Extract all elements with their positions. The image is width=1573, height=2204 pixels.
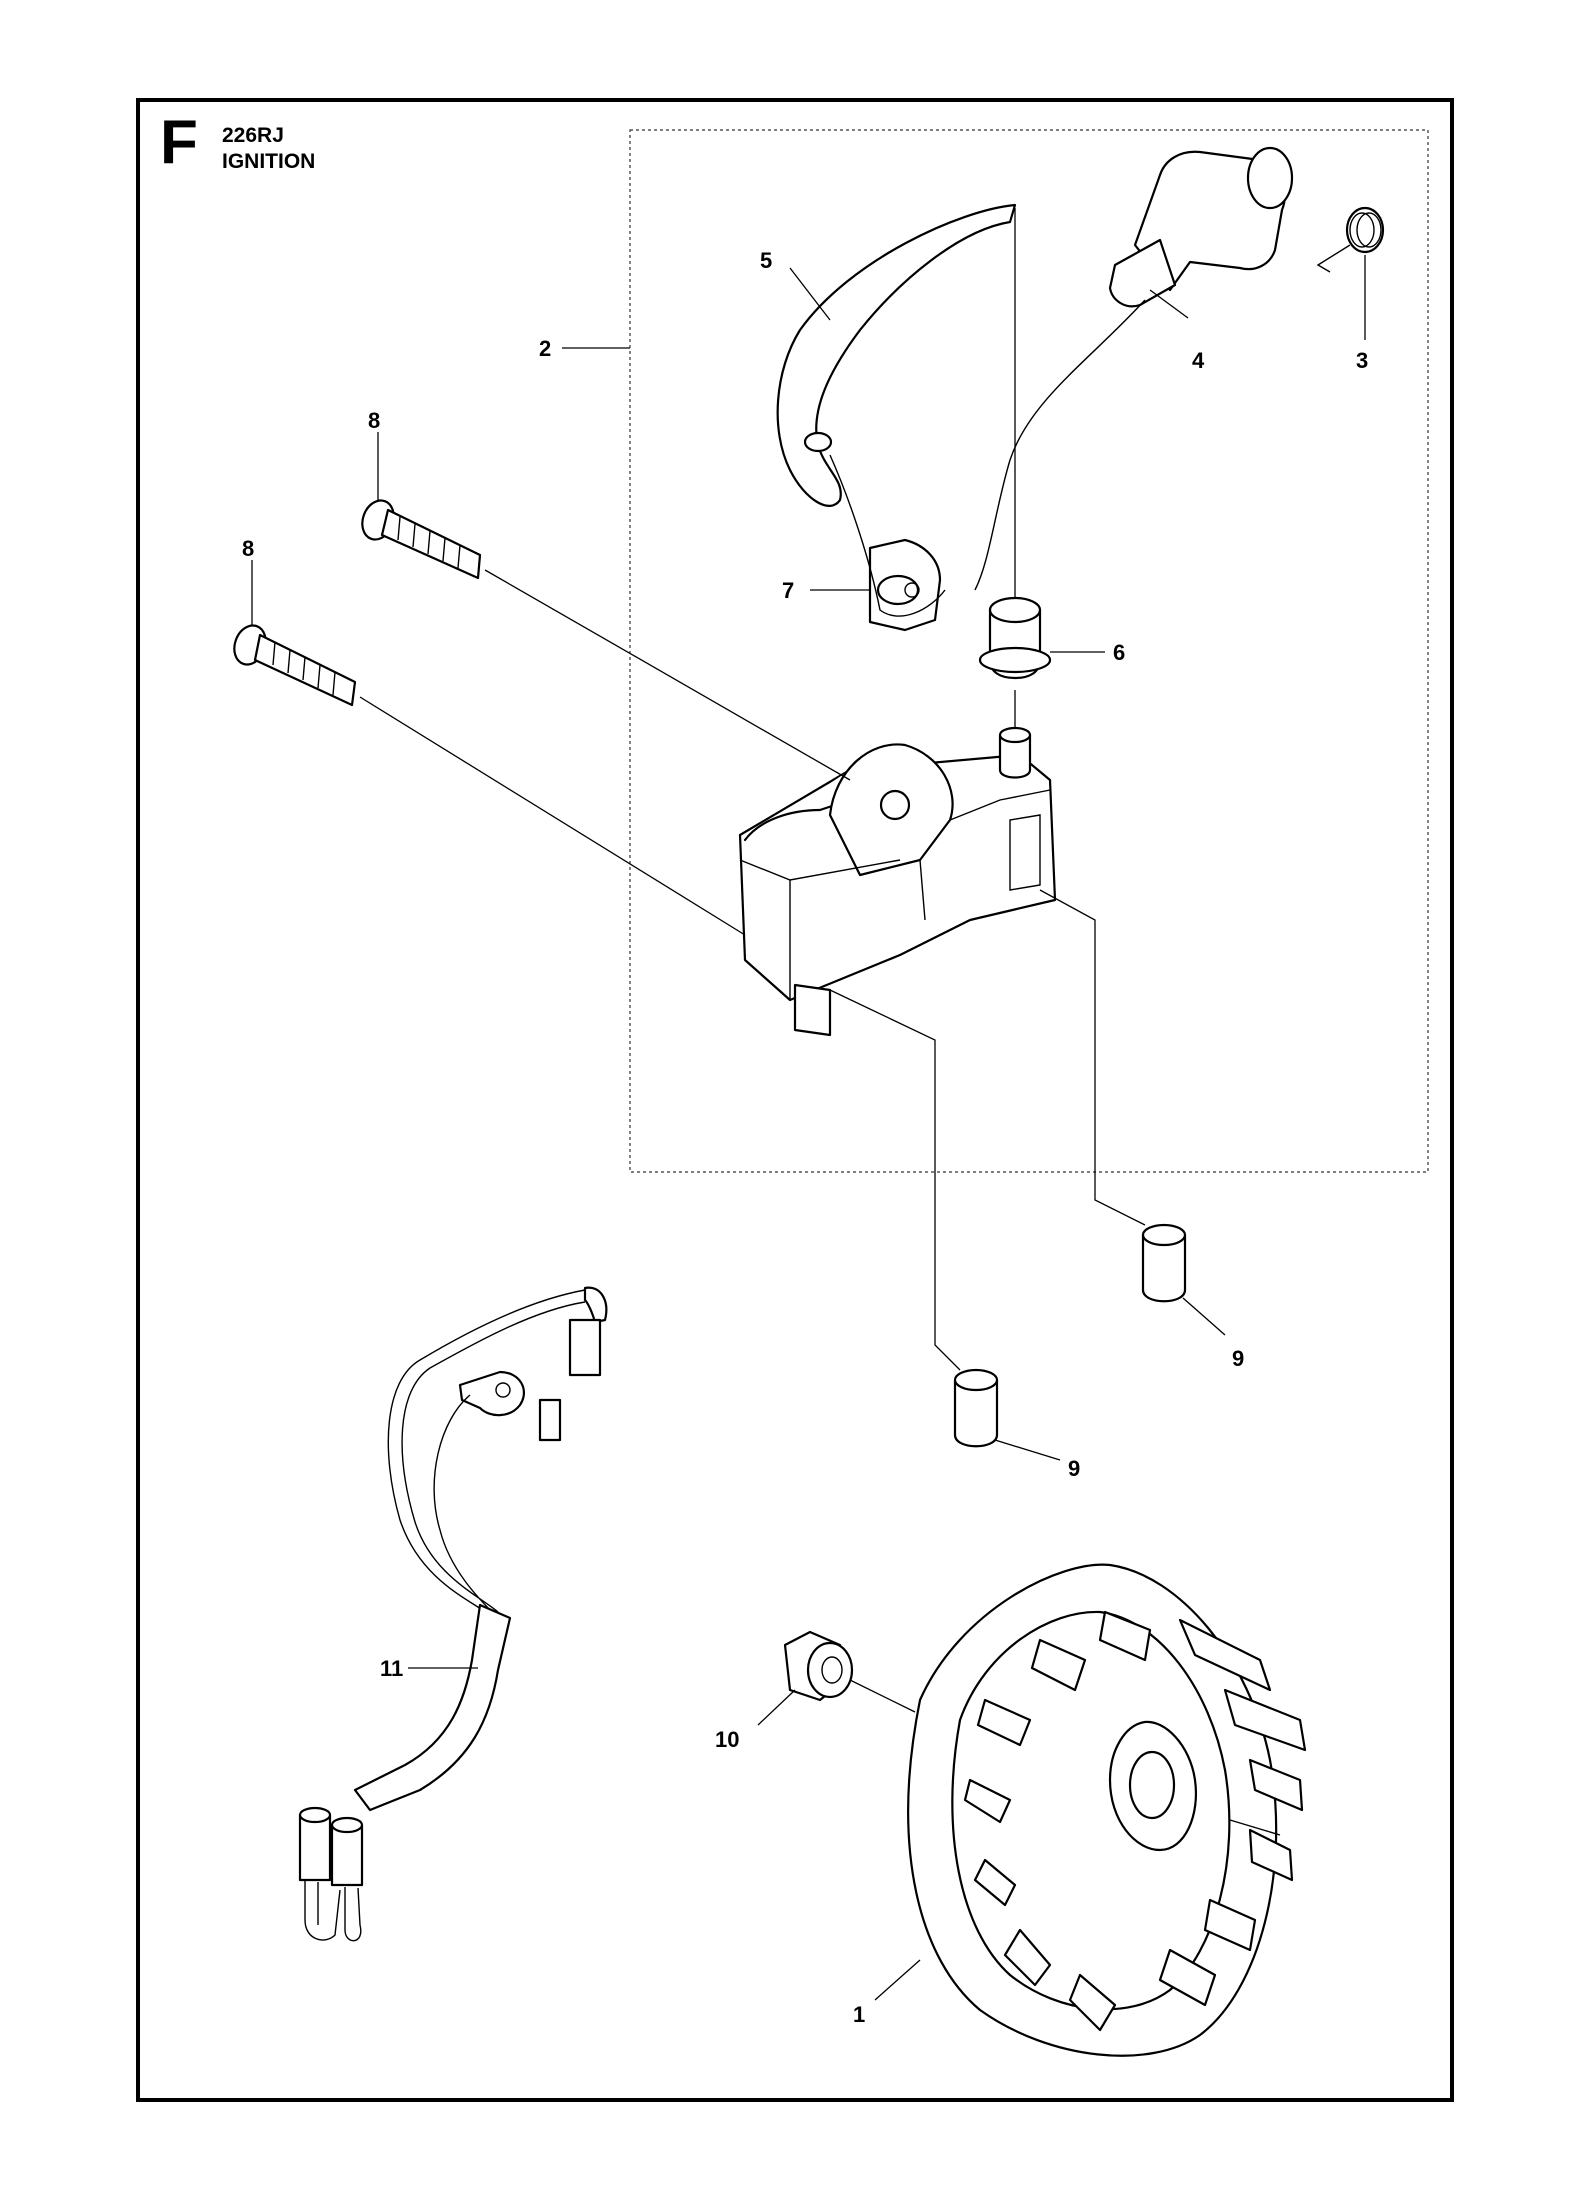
callout-8-lower: 8 <box>242 536 254 561</box>
callout-6: 6 <box>1113 640 1125 665</box>
part-10-flywheel-nut <box>783 1630 916 1713</box>
part-8-screw-upper <box>361 499 851 781</box>
part-4-spark-boot <box>974 146 1294 591</box>
part-1-flywheel <box>907 1563 1307 2057</box>
part-9-spacer-left <box>829 989 999 1448</box>
part-3-spring <box>1316 206 1385 273</box>
part-9-spacer-right <box>1039 889 1187 1303</box>
callout-7: 7 <box>782 578 794 603</box>
callout-8-upper: 8 <box>368 408 380 433</box>
callout-9-left: 9 <box>1068 1456 1080 1481</box>
diagram-title: IGNITION <box>222 150 316 173</box>
part-5-hook <box>776 203 1017 507</box>
part-11-wire-harness <box>298 1286 608 1942</box>
page-frame <box>136 98 1454 2102</box>
part-8-screw-lower <box>233 624 746 936</box>
callout-5: 5 <box>760 248 772 273</box>
callout-11: 11 <box>380 1656 403 1681</box>
section-letter: F <box>160 108 198 177</box>
callout-9-right: 9 <box>1232 1346 1244 1371</box>
callout-10: 10 <box>715 1727 739 1752</box>
callout-1: 1 <box>853 2002 865 2027</box>
model-name: 226RJ <box>222 124 284 147</box>
callout-2: 2 <box>539 336 551 361</box>
assembly-2-box <box>629 129 1429 1173</box>
callouts: 2 5 4 3 7 6 8 8 9 9 11 10 1 <box>242 248 1368 2027</box>
part-7-grommet <box>829 454 946 632</box>
ignition-module <box>738 726 1057 1037</box>
callout-4: 4 <box>1192 348 1205 373</box>
callout-3: 3 <box>1356 348 1368 373</box>
part-6-terminal <box>978 208 1052 730</box>
